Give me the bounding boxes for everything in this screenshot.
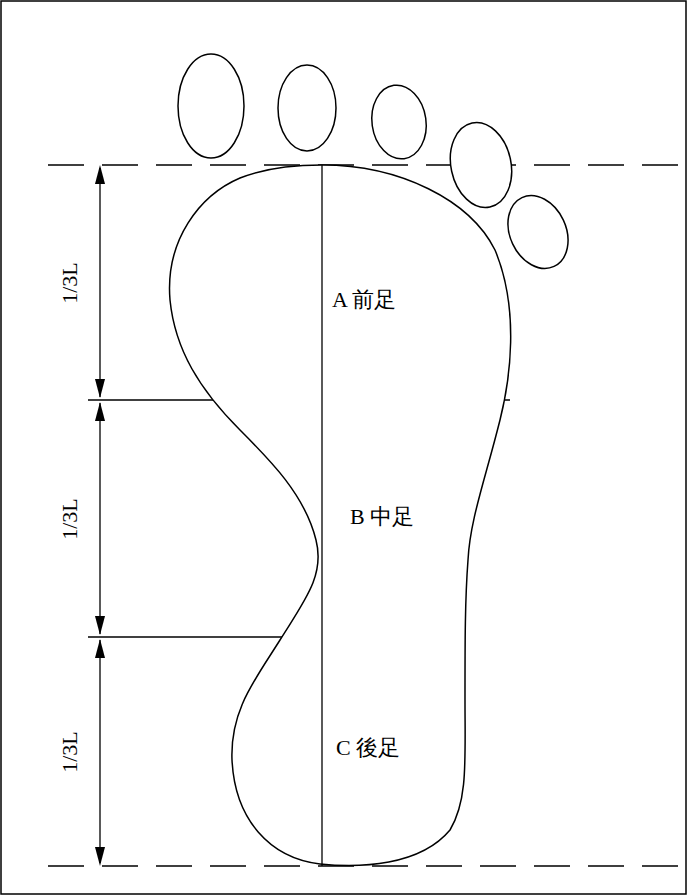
dimension-lines — [99, 168, 100, 863]
arrowhead — [95, 616, 105, 635]
foot-outline — [170, 165, 511, 865]
toe-guide-line — [48, 164, 687, 165]
toe — [497, 186, 580, 279]
arrowhead — [95, 379, 105, 398]
dimension-line — [99, 168, 100, 397]
toe — [278, 65, 336, 151]
region-label: A 前足 — [332, 288, 396, 312]
dimension-line — [99, 403, 100, 634]
toe — [367, 82, 431, 163]
region-label: C 後足 — [336, 736, 400, 760]
arrowhead — [95, 402, 105, 421]
arrowhead — [95, 847, 105, 866]
foot-axis-line — [321, 165, 322, 866]
dimension-label: 1/3L — [58, 731, 82, 773]
arrowhead — [95, 639, 105, 658]
dimension-arrowheads — [95, 165, 105, 866]
dimension-label: 1/3L — [58, 498, 82, 540]
dimension-line — [99, 640, 100, 863]
dashed-guides — [48, 165, 687, 866]
toe — [443, 117, 520, 214]
region-label: B 中足 — [350, 505, 414, 529]
dimension-label: 1/3L — [58, 262, 82, 304]
toe — [178, 54, 244, 158]
arrowhead — [95, 165, 105, 184]
